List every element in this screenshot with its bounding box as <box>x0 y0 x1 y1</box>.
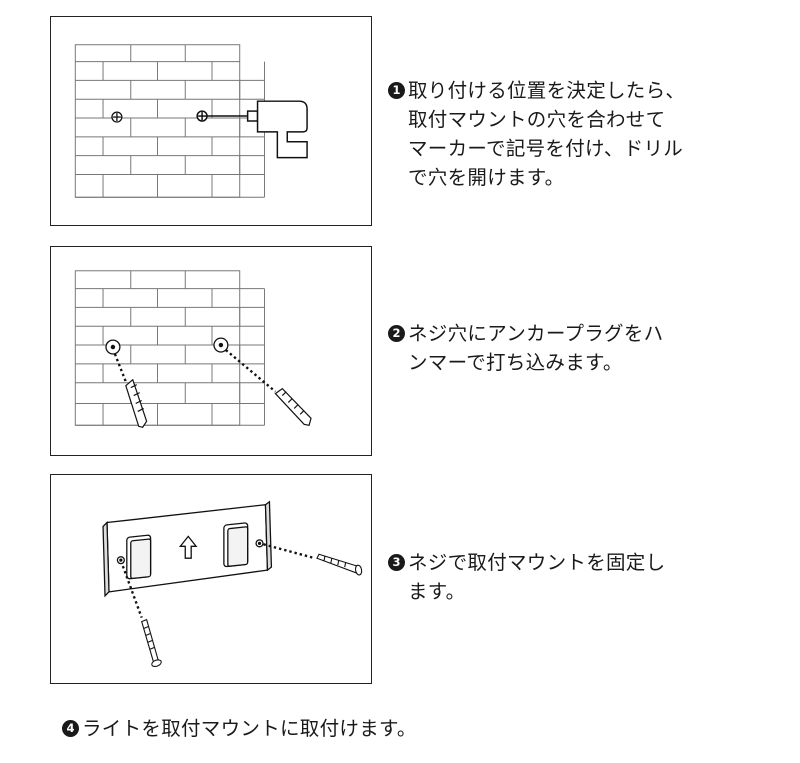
screw-icon <box>141 618 162 668</box>
mark-plus-icon <box>111 111 123 123</box>
step-number-badge: 3 <box>388 554 405 571</box>
brick-wall-icon <box>74 44 265 198</box>
step-instruction: ライトを取付マウントに取付けます。 <box>82 717 417 740</box>
step-number-badge: 1 <box>388 82 405 99</box>
step-1: 1 取り付ける位置を決定したら、 取付マウントの穴を合わせて マーカーで記号を付… <box>388 76 728 192</box>
step-number-badge: 2 <box>388 325 405 342</box>
illustration-panel-1 <box>50 16 372 226</box>
step-instruction: ネジ穴にアンカープラグをハ ンマーで打ち込みます。 <box>408 322 664 374</box>
illustration-panel-3 <box>50 474 372 684</box>
step-3: 3 ネジで取付マウントを固定し ます。 <box>388 548 728 606</box>
step-number-badge: 4 <box>62 720 79 737</box>
step-2: 2 ネジ穴にアンカープラグをハ ンマーで打ち込みます。 <box>388 319 728 377</box>
step-4: 4 ライトを取付マウントに取付けます。 <box>62 714 662 743</box>
brick-wall-icon <box>74 270 265 426</box>
mount-plate-illustration <box>102 500 363 668</box>
anchor-plug-illustration <box>74 270 312 428</box>
step-instruction: 取り付ける位置を決定したら、 取付マウントの穴を合わせて マーカーで記号を付け、… <box>408 79 686 189</box>
anchor-plug-icon <box>125 378 148 428</box>
drill-icon <box>196 100 308 159</box>
step-instruction: ネジで取付マウントを固定し ます。 <box>408 551 666 603</box>
brick-wall-drill-illustration <box>74 44 308 198</box>
up-arrow-icon <box>178 535 198 559</box>
drill-hole-icon <box>105 337 229 355</box>
anchor-plug-icon <box>274 387 312 426</box>
illustration-panel-2 <box>50 246 372 456</box>
screw-icon <box>316 553 363 576</box>
